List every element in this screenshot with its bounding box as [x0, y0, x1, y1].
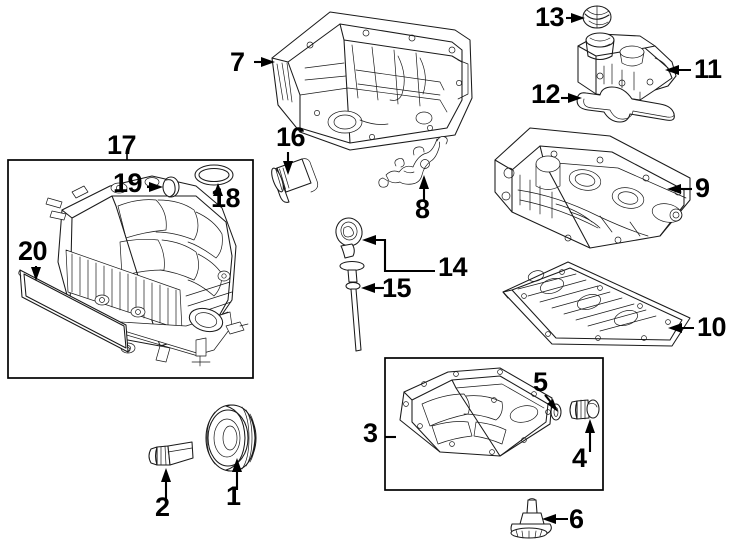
callout-number-2: 2 — [155, 492, 170, 522]
callout-number-18: 18 — [211, 183, 241, 213]
leader-lines — [31, 13, 694, 524]
part-oil-separator-gasket — [576, 86, 675, 123]
part-oil-filler-cap — [582, 5, 612, 29]
callout-number-8: 8 — [415, 194, 430, 224]
callout-number-12: 12 — [531, 79, 561, 109]
callout-number-4: 4 — [572, 443, 587, 473]
callout-number-20: 20 — [18, 236, 48, 266]
part-crankshaft-pulley — [205, 404, 257, 472]
part-oil-level-sensor — [510, 498, 552, 539]
callout-number-15: 15 — [382, 273, 412, 303]
part-oil-dipstick — [335, 217, 365, 352]
callout-number-16: 16 — [276, 122, 306, 152]
callout-number-10: 10 — [697, 312, 727, 342]
part-small-seal — [162, 176, 180, 198]
callout-number-7: 7 — [230, 47, 245, 77]
part-camshaft-carrier — [494, 127, 691, 249]
callout-number-9: 9 — [695, 173, 710, 203]
part-drain-plug — [569, 399, 600, 420]
part-oil-spray-jet — [378, 136, 448, 188]
callout-number-13: 13 — [535, 2, 565, 32]
callout-number-14: 14 — [438, 252, 468, 282]
callout-number-11: 11 — [694, 54, 722, 84]
callout-number-5: 5 — [533, 367, 548, 397]
callout-number-1: 1 — [226, 481, 241, 511]
part-gasket-strip — [18, 269, 131, 353]
callout-number-17: 17 — [107, 130, 137, 160]
part-intake-manifold — [45, 175, 249, 367]
part-pulley-bolt — [148, 441, 194, 466]
group-box-oil-pan — [384, 357, 604, 491]
part-lower-oil-pan — [399, 367, 553, 457]
callout-number-19: 19 — [113, 168, 143, 198]
callout-number-6: 6 — [569, 504, 584, 534]
part-oil-filter — [271, 158, 319, 203]
part-large-o-ring — [194, 164, 234, 186]
part-oil-separator-housing — [577, 32, 677, 101]
callout-number-3: 3 — [363, 418, 378, 448]
group-box-intake-manifold — [7, 159, 254, 379]
part-upper-oil-pan — [271, 11, 473, 151]
part-valve-cover-gasket — [502, 261, 691, 347]
